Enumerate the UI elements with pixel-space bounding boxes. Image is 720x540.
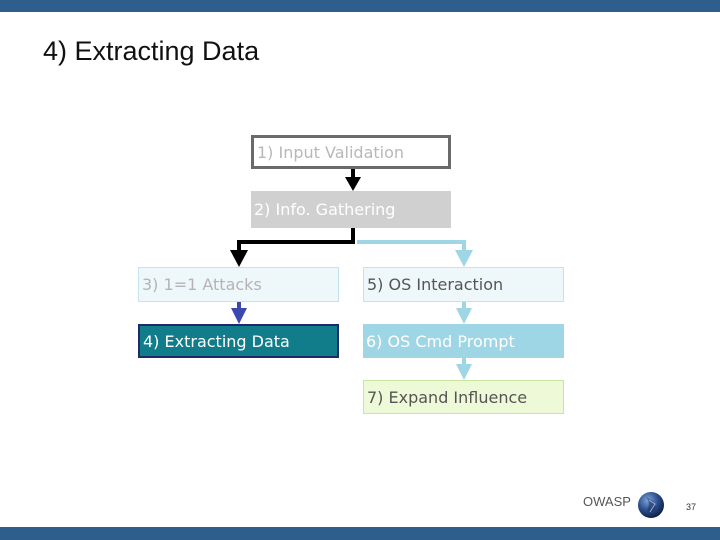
step-os-interaction: 5) OS Interaction: [363, 267, 564, 302]
step-expand-influence: 7) Expand Influence: [363, 380, 564, 414]
arrowhead-to-step-2: [345, 177, 361, 191]
arrowhead-to-step-5: [455, 250, 473, 267]
step-os-cmd-prompt: 6) OS Cmd Prompt: [363, 324, 564, 358]
page-number: 37: [686, 502, 697, 512]
page-title: 4) Extracting Data: [43, 36, 260, 66]
arrowhead-to-step-3: [230, 250, 248, 267]
connector-2-to-5: [357, 240, 466, 252]
step-attacks: 3) 1=1 Attacks: [138, 267, 339, 302]
arrowhead-to-step-6: [456, 308, 472, 324]
arrowhead-to-step-7: [456, 364, 472, 380]
step-info-gathering: 2) Info. Gathering: [251, 191, 451, 228]
owasp-wordmark: OWASP: [583, 494, 631, 509]
step-input-validation: 1) Input Validation: [251, 135, 451, 169]
arrowhead-to-step-4: [231, 308, 247, 324]
top-banner: [0, 0, 720, 12]
globe-logo-icon: [638, 492, 664, 518]
step-extracting-data: 4) Extracting Data: [138, 324, 339, 358]
bottom-banner: [0, 527, 720, 540]
connector-2-to-3: [237, 228, 355, 252]
